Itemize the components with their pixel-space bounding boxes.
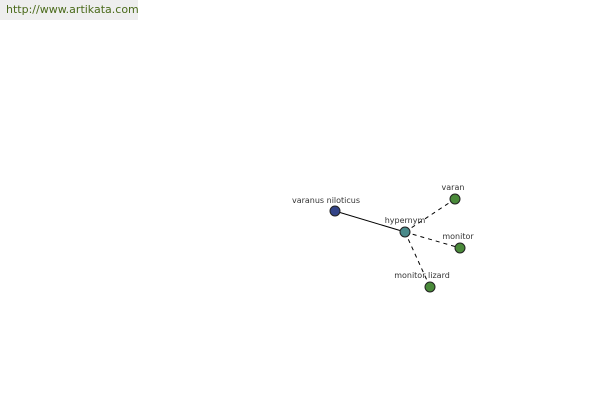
node-label-monitor-lizard: monitor lizard [394,271,450,280]
site-banner: http://www.artikata.com [0,0,139,20]
node-monitor[interactable] [454,242,466,254]
node-hypernym[interactable] [399,226,411,238]
edge-varanus_niloticus-hypernym [334,210,406,233]
node-monitor-lizard[interactable] [424,281,436,293]
nodes-layer [329,193,466,293]
node-label-varanus-niloticus: varanus niloticus [292,196,360,205]
node-label-hypernym: hypernym [385,216,426,225]
edge-hypernym-monitor [404,231,461,249]
edges-layer [334,198,461,288]
edge-hypernym-monitor_lizard [404,231,431,288]
edge-hypernym-varan [404,198,456,233]
node-varanus-niloticus[interactable] [329,205,341,217]
node-label-varan: varan [442,183,465,192]
site-url-link[interactable]: http://www.artikata.com [6,3,139,16]
node-varan[interactable] [449,193,461,205]
labels-layer: varanus niloticus hypernym varan monitor mon… [292,183,474,280]
node-label-monitor: monitor [442,232,474,241]
